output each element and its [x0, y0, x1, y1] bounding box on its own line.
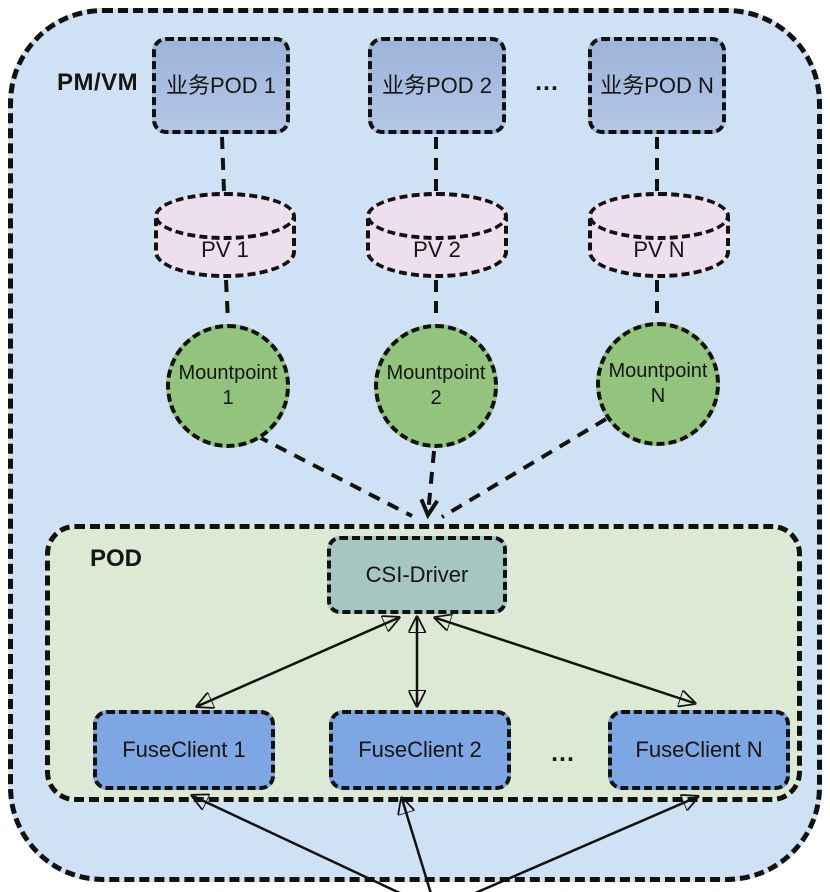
biz-pod-2: 业务POD 2 [368, 37, 506, 134]
mountpoint-n: Mountpoint N [596, 322, 720, 446]
fuseclient-2: FuseClient 2 [329, 710, 511, 790]
pod-label: POD [90, 545, 143, 572]
pv-n-label: PV N [633, 237, 685, 262]
fuseclient-1: FuseClient 1 [93, 710, 275, 790]
mountpoint-2-name: Mountpoint [386, 362, 486, 384]
biz-pod-n-label: 业务POD N [600, 72, 714, 98]
pods-ellipsis: ... [535, 67, 559, 96]
biz-pod-1: 业务POD 1 [152, 37, 290, 134]
mountpoint-1-index: 1 [222, 387, 234, 409]
pv-1: PV 1 [154, 192, 296, 278]
fuseclient-1-label: FuseClient 1 [122, 737, 246, 762]
pv-2-label: PV 2 [413, 237, 461, 262]
pv-n-cylinder-rim [588, 192, 730, 240]
pv-1-cylinder-rim [154, 192, 296, 240]
mountpoint-2: Mountpoint 2 [374, 324, 498, 448]
fuseclient-2-label: FuseClient 2 [358, 737, 482, 762]
mountpoint-n-name: Mountpoint [608, 360, 708, 382]
pv-1-label: PV 1 [201, 237, 249, 262]
csi-driver: CSI-Driver [327, 536, 507, 614]
pv-2: PV 2 [366, 192, 508, 278]
mountpoint-2-index: 2 [430, 387, 442, 409]
csi-driver-label: CSI-Driver [365, 562, 469, 587]
fuseclients-ellipsis: ... [551, 738, 575, 767]
fuseclient-n: FuseClient N [608, 710, 790, 790]
fuseclient-n-label: FuseClient N [635, 737, 763, 762]
biz-pod-1-label: 业务POD 1 [165, 72, 277, 98]
pmvm-label: PM/VM [57, 69, 139, 96]
pv-n: PV N [588, 192, 730, 278]
biz-pod-n: 业务POD N [588, 37, 726, 134]
mountpoint-1-name: Mountpoint [178, 362, 278, 384]
pv-2-cylinder-rim [366, 192, 508, 240]
mountpoint-n-index: N [650, 385, 666, 407]
mountpoint-1: Mountpoint 1 [166, 324, 290, 448]
biz-pod-2-label: 业务POD 2 [381, 72, 493, 98]
